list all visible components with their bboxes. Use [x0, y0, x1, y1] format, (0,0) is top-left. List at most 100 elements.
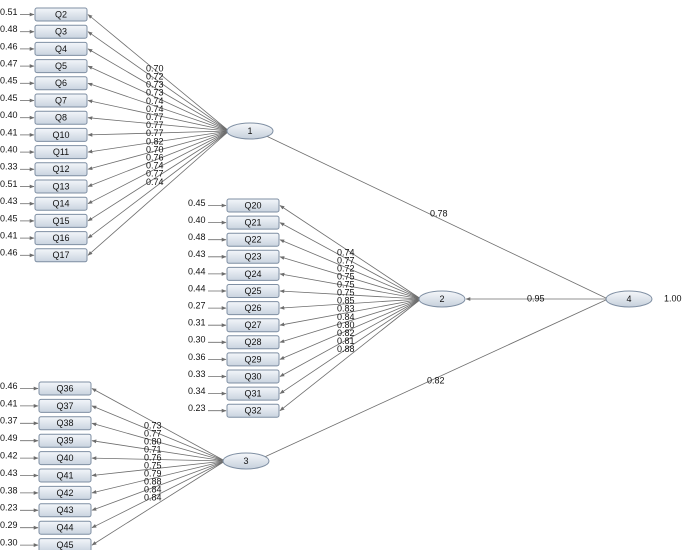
- item-box: [34, 179, 88, 194]
- error-variance: 0.42: [0, 450, 18, 460]
- item-box: [226, 301, 280, 316]
- loading-value: 0.75: [337, 272, 355, 282]
- error-variance: 0.45: [0, 213, 18, 223]
- item-label: Q43: [56, 505, 73, 515]
- item-box: [34, 41, 88, 56]
- error-variance: 0.51: [0, 179, 18, 189]
- loading-value: 0.80: [337, 320, 355, 330]
- item-box: [34, 213, 88, 228]
- error-variance: 0.44: [188, 283, 206, 293]
- item-label: Q26: [244, 303, 261, 313]
- error-variance: 0.41: [0, 127, 18, 137]
- item-label: Q21: [244, 217, 261, 227]
- loading-value: 0.77: [337, 255, 355, 265]
- item-label: Q12: [52, 164, 69, 174]
- loading-value: 0.72: [146, 71, 164, 81]
- item-label: Q29: [244, 354, 261, 364]
- loading-path: [87, 130, 230, 239]
- loading-path: [87, 99, 230, 132]
- item-box: [226, 403, 280, 418]
- loading-path: [87, 82, 230, 132]
- error-variance: 0.51: [0, 7, 18, 17]
- loading-path: [279, 298, 422, 360]
- loading-value: 0.74: [146, 177, 164, 187]
- item-box: [226, 284, 280, 298]
- error-variance: 0.29: [0, 520, 18, 530]
- item-label: Q44: [56, 523, 73, 533]
- item-box: [34, 248, 88, 263]
- error-variance: 0.23: [0, 503, 18, 513]
- loading-value: 0.84: [144, 492, 162, 502]
- error-variance: 0.30: [188, 335, 206, 345]
- loading-value: 0.77: [146, 120, 164, 130]
- loading-path: [87, 130, 230, 137]
- loading-path: [279, 272, 422, 300]
- error-variance: 0.37: [0, 416, 18, 426]
- loading-path: [87, 130, 230, 256]
- error-variance: 0.33: [188, 369, 206, 379]
- loading-path: [87, 116, 230, 132]
- item-label: Q8: [55, 113, 67, 123]
- item-label: Q10: [52, 130, 69, 140]
- loading-path: [91, 460, 226, 511]
- second-order-loading: 0.95: [527, 293, 545, 303]
- loading-path: [87, 48, 230, 132]
- error-variance: 0.48: [0, 24, 18, 34]
- diagram-nodes: Q20.510.70Q30.480.72Q40.460.73Q50.470.73…: [0, 7, 682, 550]
- item-label: Q27: [244, 320, 261, 330]
- item-box: [34, 196, 88, 211]
- loading-path: [279, 222, 422, 300]
- error-variance: 0.34: [188, 386, 206, 396]
- error-variance: 0.40: [0, 110, 18, 120]
- item-label: Q39: [56, 436, 73, 446]
- loading-path: [279, 256, 422, 300]
- item-box: [34, 7, 88, 22]
- item-label: Q40: [56, 453, 73, 463]
- factor-ellipse: [226, 122, 274, 140]
- item-box: [38, 416, 92, 431]
- factor-label: 3: [243, 456, 248, 466]
- loading-value: 0.77: [146, 169, 164, 179]
- loading-value: 0.70: [146, 144, 164, 154]
- loading-path: [91, 388, 226, 462]
- item-box: [226, 266, 280, 281]
- item-box: [226, 232, 280, 247]
- error-variance: 0.40: [188, 215, 206, 225]
- loading-path: [91, 405, 226, 462]
- loading-value: 0.73: [146, 80, 164, 90]
- loading-path: [91, 460, 226, 546]
- loading-value: 0.77: [144, 428, 162, 438]
- second-order-factor-ellipse: [605, 290, 653, 308]
- item-box: [34, 59, 88, 74]
- error-variance: 0.40: [0, 144, 18, 154]
- item-box: [34, 76, 88, 91]
- item-box: [226, 215, 280, 230]
- item-box: [226, 249, 280, 264]
- loading-path: [87, 130, 230, 171]
- item-box: [38, 451, 92, 466]
- item-label: Q16: [52, 233, 69, 243]
- item-label: Q30: [244, 371, 261, 381]
- item-box: [34, 231, 88, 246]
- loading-path: [91, 460, 226, 494]
- item-label: Q24: [244, 269, 261, 279]
- error-variance: 0.23: [188, 403, 206, 413]
- error-variance: 0.33: [0, 162, 18, 172]
- item-box: [38, 503, 92, 518]
- loading-value: 0.75: [144, 460, 162, 470]
- item-box: [38, 381, 92, 396]
- loading-value: 0.70: [146, 63, 164, 73]
- error-variance: 0.46: [0, 41, 18, 51]
- item-label: Q5: [55, 61, 67, 71]
- loading-path: [279, 298, 422, 327]
- loading-path: [87, 130, 230, 187]
- loading-value: 0.74: [337, 247, 355, 257]
- error-variance: 0.45: [188, 198, 206, 208]
- error-variance: 0.45: [0, 76, 18, 86]
- item-box: [226, 335, 280, 350]
- error-variance: 0.48: [188, 232, 206, 242]
- loading-value: 0.77: [146, 112, 164, 122]
- loading-value: 0.79: [144, 468, 162, 478]
- item-label: Q22: [244, 235, 261, 245]
- loading-value: 0.84: [337, 312, 355, 322]
